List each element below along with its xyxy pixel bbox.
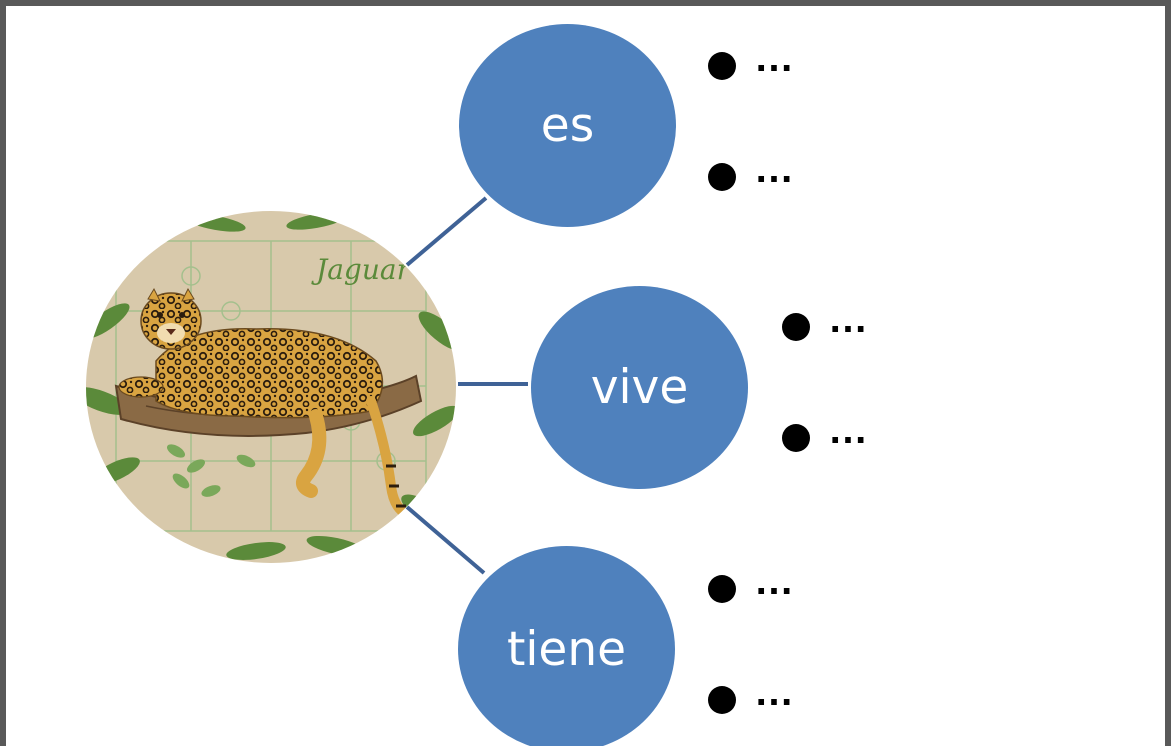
bullet-dot-icon bbox=[782, 424, 810, 452]
bullet-text: … bbox=[754, 559, 795, 603]
bullet-dot-icon bbox=[708, 52, 736, 80]
bullet-text: … bbox=[754, 36, 795, 80]
bullet-dot-icon bbox=[782, 313, 810, 341]
bullet-text: … bbox=[754, 670, 795, 714]
center-jaguar-image: Jaguar bbox=[86, 211, 456, 563]
bullet-vive-1: … bbox=[782, 299, 922, 353]
bullet-es-2: … bbox=[708, 149, 848, 203]
jaguar-illustration: Jaguar bbox=[86, 211, 456, 563]
connector-es bbox=[405, 196, 488, 267]
bullet-tiene-2: … bbox=[708, 672, 848, 726]
node-tiene: tiene bbox=[458, 546, 675, 746]
bullet-text: … bbox=[828, 297, 869, 341]
connector-tiene bbox=[405, 505, 486, 575]
mind-map: Jaguar es vive tiene … … … … … … bbox=[6, 6, 1165, 746]
bullet-text: … bbox=[828, 408, 869, 452]
node-tiene-label: tiene bbox=[506, 621, 627, 677]
bullet-dot-icon bbox=[708, 163, 736, 191]
node-es-label: es bbox=[540, 98, 595, 153]
node-vive-label: vive bbox=[590, 360, 689, 415]
bullet-vive-2: … bbox=[782, 410, 922, 464]
bullet-dot-icon bbox=[708, 575, 736, 603]
node-vive: vive bbox=[531, 286, 748, 489]
connector-lines bbox=[405, 196, 528, 575]
center-caption: Jaguar bbox=[311, 253, 412, 286]
bullet-tiene-1: … bbox=[708, 561, 848, 615]
node-es: es bbox=[459, 24, 676, 227]
bullet-es-1: … bbox=[708, 38, 848, 92]
bullet-text: … bbox=[754, 147, 795, 191]
bullet-dot-icon bbox=[708, 686, 736, 714]
